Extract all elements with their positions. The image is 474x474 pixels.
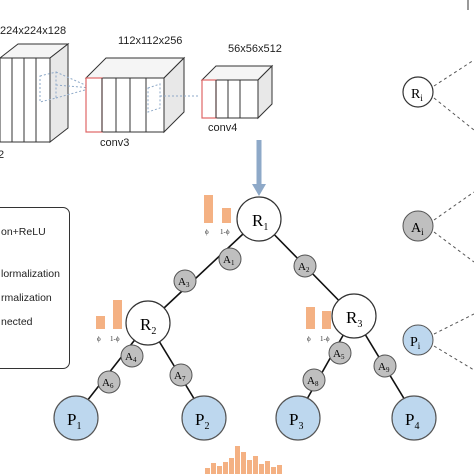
svg-text:R2: R2 bbox=[140, 315, 156, 337]
one-minus-phi-label-r1: 1-ϕ bbox=[220, 228, 230, 236]
svg-text:A3: A3 bbox=[178, 276, 190, 289]
bars-r2: ϕ 1-ϕ bbox=[96, 300, 122, 343]
conv4-label: conv4 bbox=[208, 122, 237, 134]
legend-item-relu: on+ReLU bbox=[1, 226, 46, 238]
node-a8: A8 bbox=[302, 368, 326, 392]
conv2-dim-label: 224x224x128 bbox=[0, 25, 66, 37]
svg-text:R3: R3 bbox=[346, 308, 362, 330]
conv4-block bbox=[200, 64, 274, 120]
svg-text:A7: A7 bbox=[174, 370, 186, 383]
legend-item-normalization-2: rmalization bbox=[1, 292, 52, 304]
conv3-label: conv3 bbox=[100, 137, 129, 149]
node-p3: P3 bbox=[275, 395, 321, 441]
node-r3: R3 bbox=[331, 293, 377, 339]
svg-text:A8: A8 bbox=[307, 375, 319, 388]
svg-text:R1: R1 bbox=[252, 211, 268, 233]
bottom-histogram bbox=[205, 446, 282, 474]
node-a9: A9 bbox=[373, 354, 397, 378]
svg-text:Pi: Pi bbox=[410, 335, 421, 351]
bars-r3: ϕ 1-ϕ bbox=[306, 307, 331, 343]
node-a7: A7 bbox=[169, 363, 193, 387]
node-p4: P4 bbox=[391, 395, 437, 441]
phi-label-r3: ϕ bbox=[307, 335, 311, 343]
svg-text:A1: A1 bbox=[223, 254, 235, 267]
right-legend-pi: Pi bbox=[402, 313, 474, 371]
right-legend-ri: Ri bbox=[402, 59, 474, 131]
conv2-block bbox=[0, 42, 93, 144]
svg-text:A5: A5 bbox=[333, 348, 345, 361]
one-minus-phi-label-r3: 1-ϕ bbox=[320, 335, 330, 343]
bars-r1: ϕ 1-ϕ bbox=[204, 195, 231, 236]
svg-text:Ri: Ri bbox=[411, 87, 423, 103]
one-minus-phi-label-r2: 1-ϕ bbox=[110, 335, 120, 343]
layer-legend-box: on+ReLU lormalization rmalization nected bbox=[0, 207, 70, 369]
svg-text:P3: P3 bbox=[289, 410, 303, 432]
svg-text:A4: A4 bbox=[125, 351, 137, 364]
conv3-dim-label: 112x112x256 bbox=[118, 35, 182, 47]
svg-text:P2: P2 bbox=[195, 410, 209, 432]
legend-item-normalization-1: lormalization bbox=[1, 268, 60, 280]
conv3-block bbox=[84, 56, 200, 134]
node-a2: A2 bbox=[293, 254, 317, 278]
phi-label-r2: ϕ bbox=[97, 335, 101, 343]
node-a6: A6 bbox=[97, 370, 121, 394]
node-a1: A1 bbox=[218, 247, 242, 271]
node-a5: A5 bbox=[328, 341, 352, 365]
svg-text:P4: P4 bbox=[405, 410, 419, 432]
down-arrow-head bbox=[252, 184, 266, 196]
node-p1: P1 bbox=[53, 395, 99, 441]
node-r2: R2 bbox=[125, 300, 171, 346]
right-legend-ai: Ai bbox=[402, 191, 474, 263]
node-r1: R1 bbox=[236, 196, 282, 242]
svg-text:Ai: Ai bbox=[411, 221, 424, 237]
node-p2: P2 bbox=[181, 395, 227, 441]
conv2-label: 2 bbox=[0, 149, 4, 161]
conv4-dim-label: 56x56x512 bbox=[228, 43, 282, 55]
legend-item-connected: nected bbox=[1, 316, 33, 328]
node-a4: A4 bbox=[120, 344, 144, 368]
svg-text:A6: A6 bbox=[102, 377, 114, 390]
svg-text:A9: A9 bbox=[378, 361, 390, 374]
phi-label-r1: ϕ bbox=[205, 228, 209, 236]
svg-text:A2: A2 bbox=[298, 261, 310, 274]
node-a3: A3 bbox=[173, 269, 197, 293]
svg-text:P1: P1 bbox=[67, 410, 81, 432]
